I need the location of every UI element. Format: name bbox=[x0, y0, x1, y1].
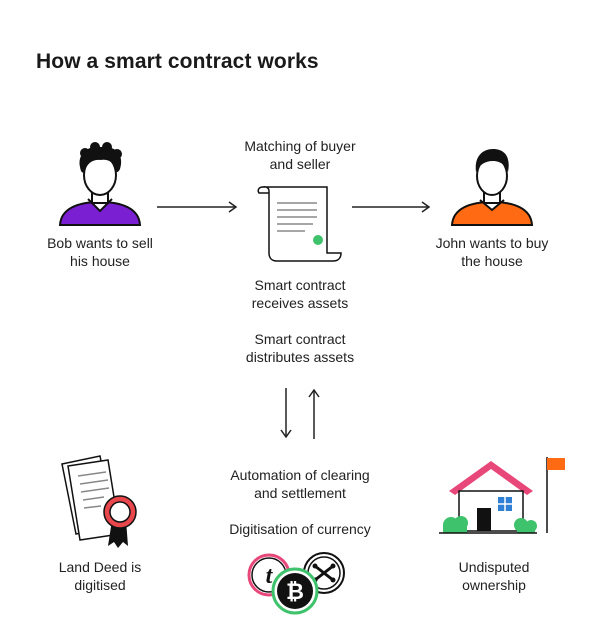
crypto-coins-icon: t ₿ bbox=[247, 552, 345, 615]
bitcoin-symbol: ₿ bbox=[286, 580, 304, 605]
digitisation-caption: Digitisation of currency bbox=[229, 521, 371, 537]
bob-person-icon bbox=[58, 142, 142, 226]
matching-caption: Matching of buyer and seller bbox=[244, 138, 356, 172]
contract-scroll-icon bbox=[257, 186, 342, 262]
house-icon bbox=[439, 457, 565, 534]
ownership-caption: Undisputed ownership bbox=[458, 559, 530, 593]
page-title: How a smart contract works bbox=[36, 50, 319, 73]
distributes-caption: Smart contract distributes assets bbox=[245, 331, 355, 365]
tezos-symbol: t bbox=[266, 563, 274, 589]
john-caption: John wants to buy the house bbox=[435, 235, 549, 269]
arrow-down-icon bbox=[280, 388, 292, 439]
land-deed-icon bbox=[61, 455, 137, 548]
bob-caption: Bob wants to sell his house bbox=[47, 235, 153, 269]
john-person-icon bbox=[450, 149, 534, 226]
land-deed-caption: Land Deed is digitised bbox=[58, 559, 142, 593]
arrow-up-icon bbox=[308, 388, 320, 439]
arrow-right-icon bbox=[157, 201, 238, 213]
arrow-right-icon bbox=[352, 201, 431, 213]
receives-caption: Smart contract receives assets bbox=[251, 277, 349, 311]
automation-caption: Automation of clearing and settlement bbox=[230, 467, 370, 501]
